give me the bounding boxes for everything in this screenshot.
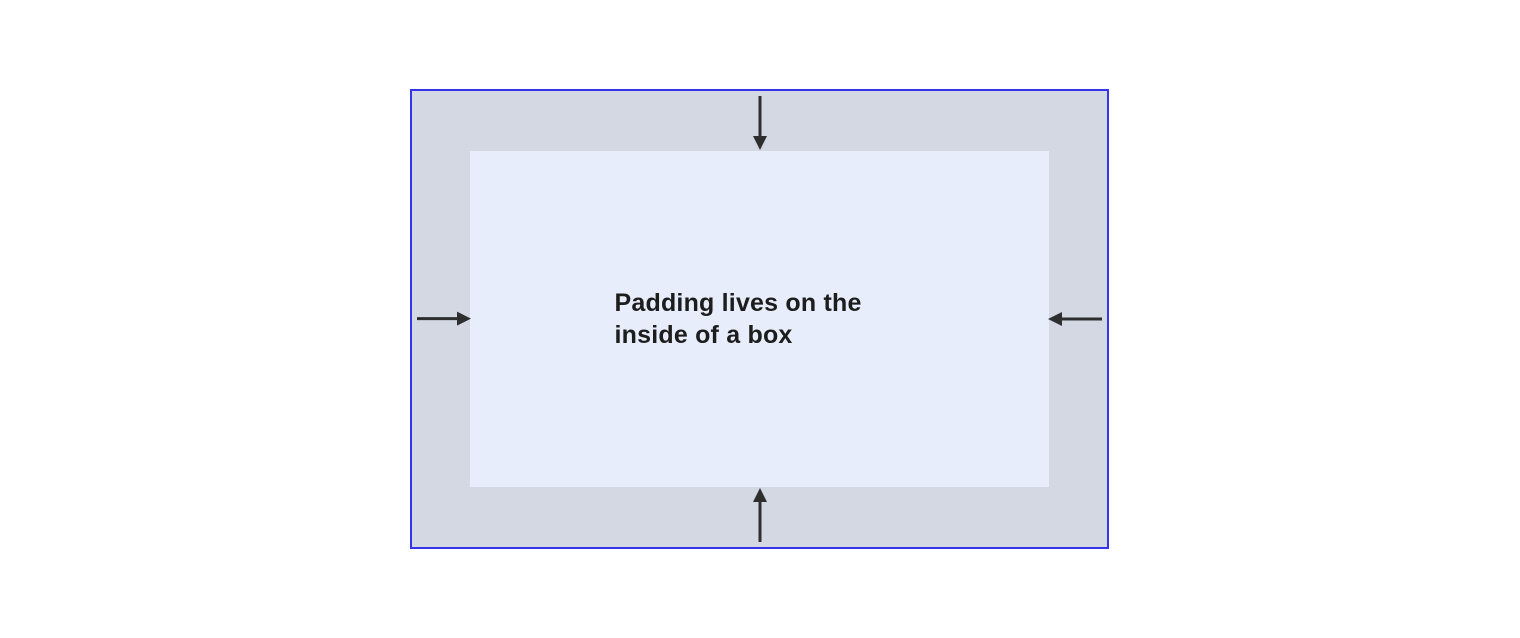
padding-area-box: Padding lives on the inside of a box (410, 89, 1109, 549)
arrow-down-icon (752, 96, 767, 150)
arrow-up-icon (752, 488, 767, 542)
arrow-right-icon (417, 311, 471, 326)
content-box: Padding lives on the inside of a box (470, 151, 1049, 487)
padding-label: Padding lives on the inside of a box (614, 289, 862, 349)
arrow-left-icon (1048, 312, 1102, 326)
